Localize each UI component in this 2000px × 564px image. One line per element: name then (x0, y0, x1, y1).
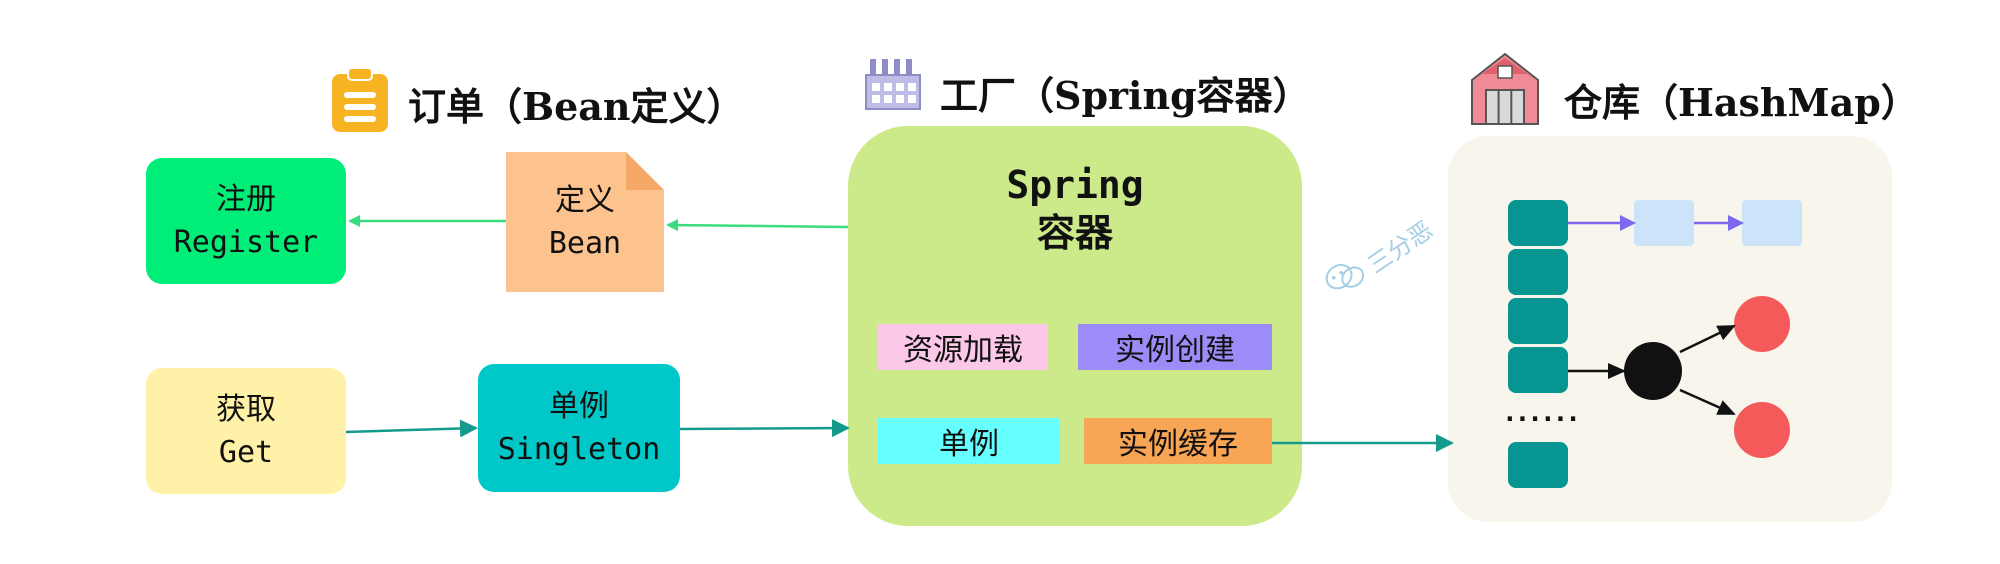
register-label-en: Register (173, 225, 319, 260)
get-label-cn: 获取 (216, 391, 276, 427)
tag-instance-creation: 实例创建 (1078, 324, 1272, 370)
warehouse-icon (1468, 50, 1542, 126)
bucket-3 (1508, 347, 1568, 393)
define-bean-document: 定义 Bean (506, 152, 664, 292)
bucket-ellipsis: ...... (1502, 398, 1581, 428)
register-label-cn: 注册 (216, 181, 276, 217)
hashmap-warehouse: ...... (1448, 136, 1892, 522)
tag-instance-cache: 实例缓存 (1084, 418, 1272, 464)
watermark: 三分恶 (1313, 181, 1471, 315)
warehouse-title-group: 仓库（HashMap） (1468, 50, 1919, 130)
arrow-singleton-to-container (679, 419, 850, 438)
container-title-cn: 容器 (1036, 210, 1113, 255)
tag-resource-loading: 资源加载 (878, 324, 1048, 370)
order-title: 订单（Bean定义） (408, 84, 745, 129)
get-box: 获取 Get (146, 368, 346, 494)
get-label-en: Get (218, 435, 274, 470)
clipboard-icon (330, 66, 390, 134)
factory-title-group: 工厂（Spring容器） (860, 55, 1340, 125)
linked-node-1 (1634, 200, 1694, 246)
warehouse-title: 仓库（HashMap） (1564, 80, 1919, 125)
bucket-1 (1508, 249, 1568, 295)
watermark-text: 三分恶 (1362, 215, 1438, 280)
register-box: 注册 Register (146, 158, 346, 284)
define-bean-label-cn: 定义 (555, 182, 615, 218)
tree-child-node-2 (1734, 402, 1790, 458)
singleton-label-cn: 单例 (549, 388, 609, 424)
singleton-box: 单例 Singleton (478, 364, 680, 492)
wechat-icon (1319, 251, 1372, 303)
container-title-en: Spring (1006, 163, 1144, 207)
define-bean-label-en: Bean (548, 226, 622, 261)
spring-container: Spring 容器 资源加载 实例创建 单例 实例缓存 (848, 126, 1302, 526)
order-title-group: 订单（Bean定义） (330, 60, 750, 140)
bucket-2 (1508, 298, 1568, 344)
arrow-container-to-bean (666, 219, 849, 232)
tree-child-node-1 (1734, 296, 1790, 352)
linked-node-2 (1742, 200, 1802, 246)
singleton-label-en: Singleton (497, 432, 661, 467)
bucket-last (1508, 442, 1568, 488)
factory-icon (864, 55, 922, 113)
arrow-get-to-singleton (345, 419, 478, 438)
bucket-0 (1508, 200, 1568, 246)
tree-root-node (1624, 342, 1682, 400)
factory-title: 工厂（Spring容器） (940, 73, 1311, 118)
tag-singleton: 单例 (878, 418, 1060, 464)
